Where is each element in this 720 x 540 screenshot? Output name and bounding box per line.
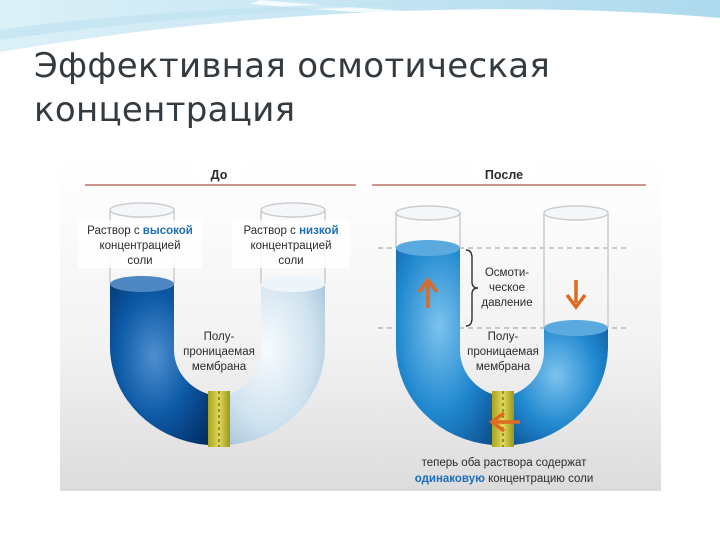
after-membrane <box>492 391 514 447</box>
after-header-box <box>474 165 534 183</box>
after-left-liquid-surface <box>396 240 460 256</box>
before-right-low-concentration-liquid <box>230 284 325 445</box>
after-left-liquid <box>396 248 492 445</box>
before-header: До <box>211 168 228 182</box>
slide-title-line-1: Эффективная осмотическая <box>34 46 551 86</box>
slide-title-line-2: концентрация <box>34 90 296 130</box>
after-right-liquid-surface <box>544 320 608 336</box>
after-caption-line-2: одинаковую концентрацию соли <box>415 473 594 485</box>
before-right-label-line-2: концентрацией <box>251 240 332 252</box>
after-right-liquid <box>514 328 608 445</box>
before-left-label-line-3: соли <box>127 255 152 267</box>
osmosis-figure: До Раствор с высокой концентрацией соли … <box>60 158 661 491</box>
before-membrane-label-line-2: проницаемая <box>183 346 255 358</box>
after-caption-line-1: теперь оба раствора содержат <box>422 457 588 469</box>
after-left-tube-rim <box>395 205 461 221</box>
before-left-label-line-1: Раствор с высокой <box>87 225 193 237</box>
before-membrane <box>208 391 230 447</box>
before-right-label-line-1: Раствор с низкой <box>243 225 338 237</box>
header-swoosh-decoration <box>0 0 720 52</box>
before-right-liquid-surface <box>261 276 325 292</box>
after-membrane-label-line-2: проницаемая <box>467 346 539 358</box>
before-header-box <box>194 165 244 183</box>
arrow-down-icon <box>565 280 587 310</box>
after-membrane-label-line-1: Полу- <box>488 331 519 343</box>
pressure-brace <box>465 249 479 327</box>
before-left-label-box <box>78 220 202 268</box>
before-left-liquid-surface <box>110 276 174 292</box>
before-right-tube-rim <box>260 202 326 218</box>
after-right-tube-glass <box>543 213 609 328</box>
before-left-high-concentration-liquid <box>110 284 208 445</box>
before-membrane-label-line-1: Полу- <box>204 331 235 343</box>
pressure-label-line-3: давление <box>481 297 532 309</box>
after-panel: После Осмоти- ческое <box>372 165 646 485</box>
arrow-up-icon <box>417 277 439 308</box>
arrow-left-icon <box>489 411 520 433</box>
before-left-label-line-2: концентрацией <box>100 240 181 252</box>
pressure-label-line-1: Осмоти- <box>485 267 529 279</box>
before-right-label-line-3: соли <box>278 255 303 267</box>
after-left-tube-glass <box>395 213 461 248</box>
before-right-label-box <box>232 220 350 268</box>
before-membrane-label-line-3: мембрана <box>192 361 247 373</box>
before-panel: До Раствор с высокой концентрацией соли … <box>78 165 356 447</box>
pressure-label-line-2: ческое <box>489 282 525 294</box>
before-left-tube-rim <box>109 202 175 218</box>
after-membrane-label-line-3: мембрана <box>476 361 531 373</box>
after-header: После <box>485 168 523 182</box>
slide-title: Эффективная осмотическая концентрация <box>34 44 674 132</box>
after-right-tube-rim <box>543 205 609 221</box>
